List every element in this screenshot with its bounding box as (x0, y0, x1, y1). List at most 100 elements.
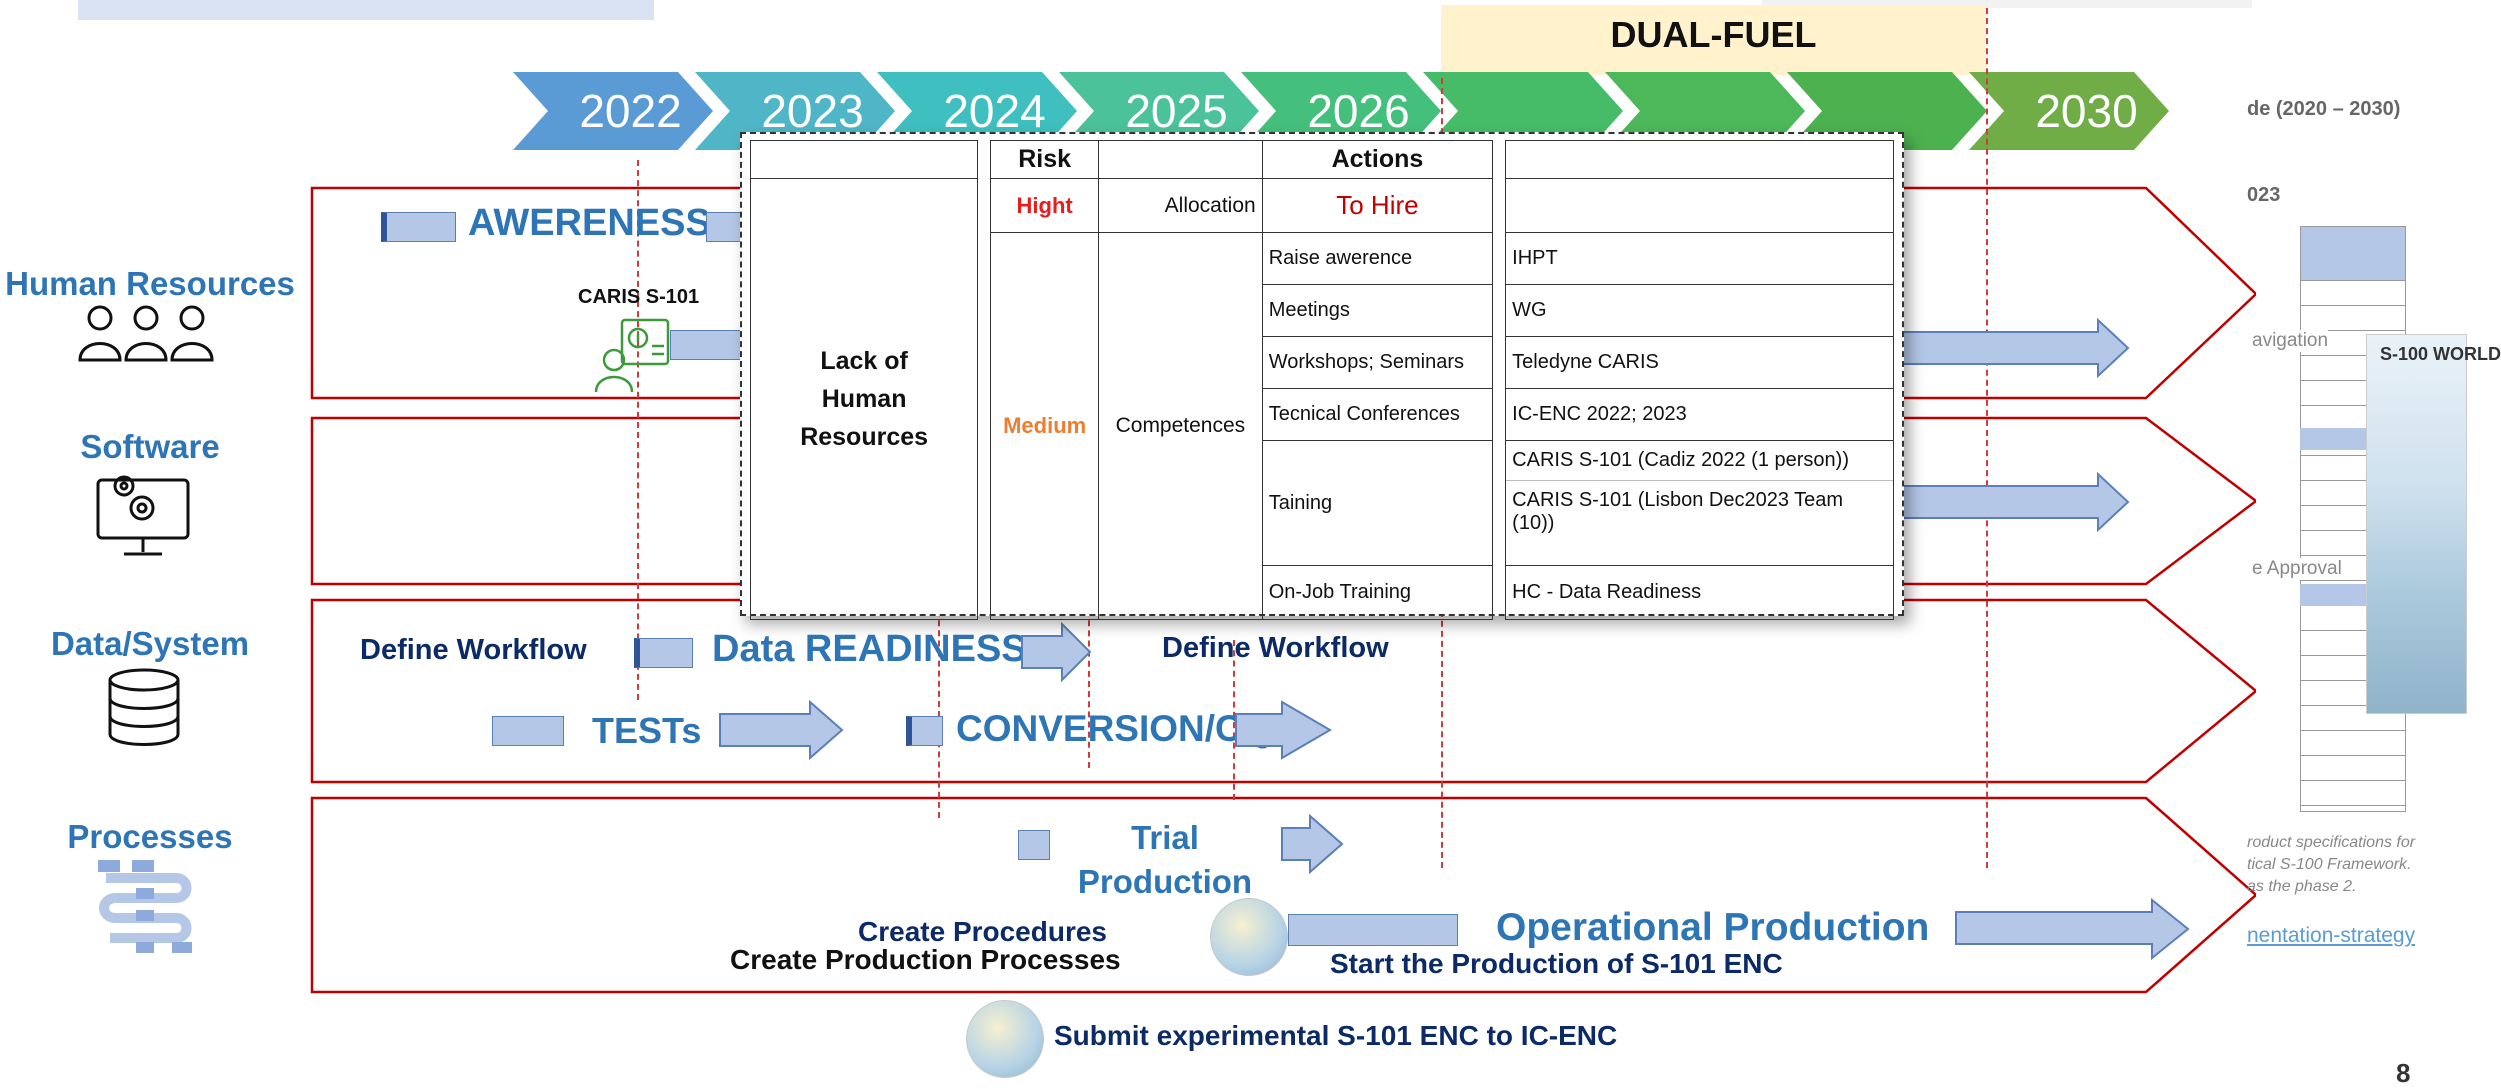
chevron-2023 (695, 72, 895, 150)
trial-production-label: Trial Production (1077, 819, 1253, 900)
caris-label: CARIS S-101 (578, 286, 700, 308)
year-2025: 2025 (1125, 85, 1228, 137)
year-2026: 2026 (1307, 85, 1410, 137)
action-cell: Taining (1261, 440, 1494, 566)
action-cell: Workshops; Seminars (1261, 336, 1494, 389)
tests-arrow (719, 699, 844, 765)
s100-poster (2366, 334, 2467, 714)
right-footnote-1: roduct specifications for (2247, 834, 2416, 851)
chevron-2024 (877, 72, 1077, 150)
action-cell: Raise awerence (1261, 232, 1494, 285)
year-2030: 2030 (2035, 85, 2138, 137)
conversion-arrow (1235, 700, 1332, 765)
right-link[interactable]: nentation-strategy (2247, 924, 2416, 947)
detail-line: CARIS S-101 (Cadiz 2022 (1 person)) (1506, 441, 1893, 481)
detail-line: CARIS S-101 (Lisbon Dec2023 Team (10)) (1512, 489, 1844, 534)
hr-continue-arrow (1897, 317, 2130, 383)
issue-cell: Lack of Human Resources (749, 178, 979, 620)
action-cell: Tecnical Conferences (1261, 388, 1494, 441)
dual-fuel-label: DUAL-FUEL (1610, 14, 1817, 55)
allocation-cell: Allocation (1098, 178, 1263, 233)
chevron-8 (1787, 72, 1987, 150)
page-number: 8 (2396, 1058, 2411, 1088)
tests-label: TESTs (592, 710, 702, 751)
chevron-7 (1605, 72, 1805, 150)
data-readiness-start-block (634, 638, 693, 668)
right-approval: e Approval (2252, 558, 2342, 580)
marker-2022 (637, 160, 639, 700)
define-workflow-right: Define Workflow (1162, 632, 1389, 664)
operational-arrow (1955, 897, 2190, 965)
create-procedures: Create Procedures (858, 916, 1108, 947)
timeline: 2022 2023 2024 2025 2026 2030 (513, 72, 2173, 152)
detail-cell: Teledyne CARIS (1505, 336, 1894, 389)
operational-production-label: Operational Production (1496, 906, 1930, 949)
to-hire-cell: To Hire (1261, 178, 1494, 233)
timeline-chevrons (513, 72, 2169, 150)
process-flow-icon (96, 858, 196, 959)
trial-start-block (1018, 830, 1050, 860)
risk-table: Risk Actions Lack of Human Resources Hig… (749, 140, 1894, 620)
data-readiness-arrow (1021, 621, 1092, 687)
marker-2026 (1233, 640, 1235, 800)
header-strip (78, 0, 654, 20)
level-medium: Medium (990, 232, 1100, 620)
right-footnote-2: tical S-100 Framework. (2247, 856, 2412, 873)
trainer-icon (594, 316, 672, 399)
caris-progress-bar (670, 330, 742, 360)
awareness-start-block (381, 212, 456, 242)
conversion-label: CONVERSION/CQ (956, 708, 1271, 749)
detail-cell: IHPT (1505, 232, 1894, 285)
tests-start-block (492, 716, 564, 746)
right-strip (1762, 0, 2252, 8)
competences-cell: Competences (1098, 232, 1263, 620)
awareness-end-block (706, 212, 744, 242)
row-label-processes: Processes (67, 818, 233, 855)
software-gear-monitor-icon (94, 470, 194, 567)
enc-chart-icon (1210, 898, 1288, 976)
define-workflow-left: Define Workflow (360, 634, 587, 666)
action-cell: On-Job Training (1261, 565, 1494, 620)
right-panel-title: de (2020 – 2030) (2247, 98, 2401, 120)
submit-chart-icon (966, 1000, 1044, 1078)
people-icon (76, 302, 216, 369)
data-readiness-label: Data READINESS (712, 628, 1027, 670)
marker-2025 (1088, 600, 1090, 768)
right-footnote-3: as the phase 2. (2247, 878, 2357, 895)
create-production-processes: Create Production Processes (730, 944, 1121, 975)
header-risk: Risk (990, 140, 1100, 179)
year-2024: 2024 (943, 85, 1046, 137)
year-2023: 2023 (761, 85, 864, 137)
right-navigation: avigation (2252, 330, 2329, 352)
software-continue-arrow (1897, 471, 2130, 537)
risk-table-panel: Risk Actions Lack of Human Resources Hig… (740, 132, 1904, 620)
year-2022: 2022 (579, 85, 682, 137)
level-hight: Hight (990, 178, 1100, 233)
chevron-2026 (1241, 72, 1441, 150)
header-actions: Actions (1261, 140, 1494, 179)
conversion-start-block (906, 716, 943, 746)
action-cell: Meetings (1261, 284, 1494, 337)
awareness-label: AWERENESS (468, 202, 711, 244)
row-label-data-system: Data/System (50, 625, 250, 662)
s100-logo: S-100 WORLD (2380, 344, 2501, 364)
row-label-human-resources: Human Resources (5, 265, 295, 302)
right-table-header (2300, 226, 2406, 282)
operational-start-bar (1288, 914, 1458, 946)
detail-cell: WG (1505, 284, 1894, 337)
submit-label: Submit experimental S-101 ENC to IC-ENC (1054, 1020, 1618, 1051)
chevron-2022 (513, 72, 713, 150)
start-production-label: Start the Production of S-101 ENC (1330, 948, 1783, 979)
detail-cell-training: CARIS S-101 (Cadiz 2022 (1 person)) CARI… (1505, 440, 1894, 566)
detail-cell: IC-ENC 2022; 2023 (1505, 388, 1894, 441)
chevron-2025 (1059, 72, 1259, 150)
dual-fuel-box (1441, 5, 1986, 75)
marker-2024 (938, 600, 940, 818)
chevron-2030 (1969, 72, 2169, 150)
database-icon (106, 668, 182, 753)
right-panel-year: 023 (2247, 184, 2281, 206)
row-label-software: Software (80, 428, 220, 465)
trial-arrow (1281, 813, 1344, 879)
detail-cell: HC - Data Readiness (1505, 565, 1894, 620)
lane-processes (310, 796, 2260, 994)
